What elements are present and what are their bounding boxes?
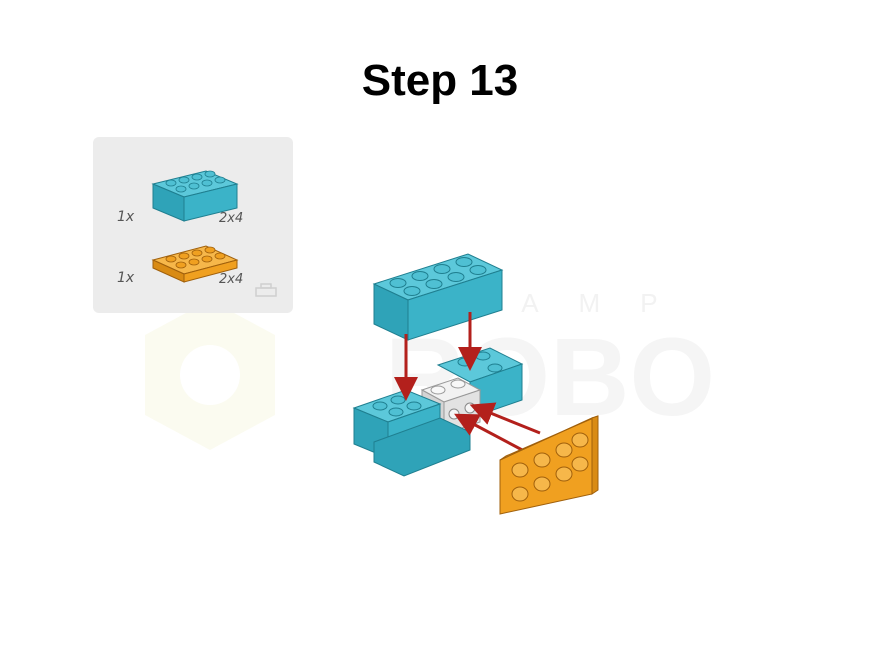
teal-brick-2x4-icon <box>151 170 239 222</box>
orange-plate <box>499 415 599 515</box>
brick-icon <box>255 283 277 297</box>
part-size: 2x4 <box>219 272 244 287</box>
top-teal-brick <box>372 253 504 341</box>
watermark-logo: CAMP ROBO <box>145 290 715 450</box>
part-size: 2x4 <box>219 211 244 226</box>
side-arrow-lower <box>454 413 527 454</box>
part-qty: 1x <box>117 209 135 225</box>
assembly-diagram <box>352 253 599 515</box>
parts-list-panel: 1x 2x4 1x 2x4 <box>93 137 293 313</box>
orange-plate-2x4-icon <box>151 245 239 283</box>
step-title: Step 13 <box>361 56 519 105</box>
front-teal-brick <box>352 389 471 477</box>
side-arrow-upper <box>469 402 541 435</box>
part-qty: 1x <box>117 270 135 286</box>
